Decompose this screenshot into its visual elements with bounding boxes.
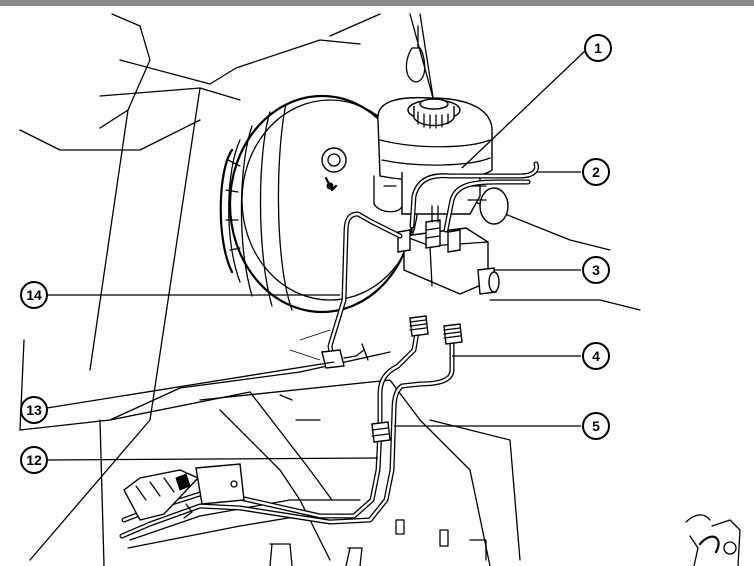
callout-4-label: 4 — [592, 348, 600, 364]
leader-lines — [46, 49, 587, 461]
callout-3-label: 3 — [592, 262, 600, 278]
callout-12-label: 12 — [26, 452, 42, 468]
callout-1: 1 — [584, 34, 612, 62]
proportioning-valve — [397, 205, 500, 295]
callout-2: 2 — [582, 158, 610, 186]
callout-14: 14 — [20, 281, 48, 309]
callout-1-label: 1 — [594, 40, 602, 56]
callout-5: 5 — [582, 412, 610, 440]
callout-4: 4 — [582, 342, 610, 370]
callout-2-label: 2 — [592, 164, 600, 180]
callout-5-label: 5 — [592, 418, 600, 434]
brake-tubes — [119, 161, 539, 539]
bottom-right-bracket — [685, 514, 741, 566]
callout-3: 3 — [582, 256, 610, 284]
vehicle-body-panels — [19, 13, 641, 566]
callout-12: 12 — [20, 446, 48, 474]
master-cylinder — [373, 96, 509, 225]
callout-13-label: 13 — [26, 402, 42, 418]
brake-booster — [219, 94, 419, 314]
tube-bracket — [123, 463, 245, 521]
callout-14-label: 14 — [26, 287, 42, 303]
top-border-bar — [0, 0, 754, 6]
callout-13: 13 — [20, 396, 48, 424]
